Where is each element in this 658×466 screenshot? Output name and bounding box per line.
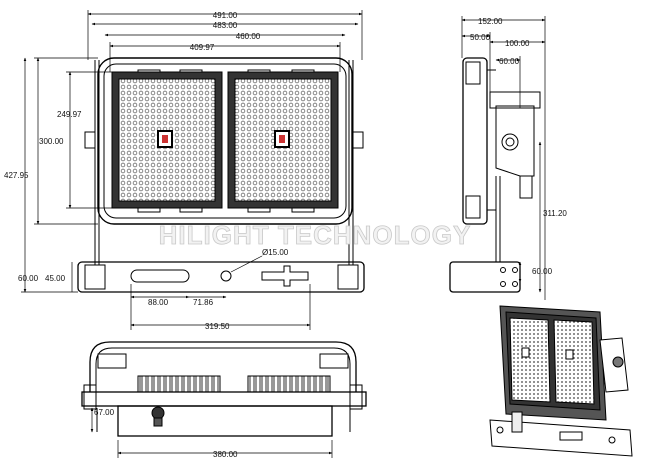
dim-bracket-height: 60.00 [18, 274, 39, 283]
dim-depth-body: 50.00 [470, 33, 491, 42]
side-view [449, 57, 541, 293]
dimension-lines [21, 10, 546, 458]
iso-panel-left [509, 317, 551, 403]
dim-width-base: 380.00 [213, 450, 238, 459]
dim-height-body: 300.00 [39, 137, 64, 146]
side-knob-right [352, 131, 364, 149]
dim-bracket-span: 319.50 [205, 322, 230, 331]
front-view [77, 57, 365, 293]
side-knob-left [84, 131, 96, 149]
dim-bracket-offset: 45.00 [45, 274, 66, 283]
dim-width-panels: 409.97 [190, 43, 215, 52]
side-lock [519, 175, 533, 199]
iso-panel-right [553, 319, 595, 405]
dim-width-overall: 491.00 [213, 11, 238, 20]
side-handle [489, 91, 541, 109]
dim-base-height: 60.00 [532, 267, 553, 276]
dim-depth-bracket: 100.00 [505, 39, 530, 48]
cross-slot [261, 265, 309, 287]
dim-pivot-height: 311.20 [543, 209, 567, 218]
dim-hole-diameter: Ø15.00 [262, 248, 289, 257]
slot-left [130, 269, 190, 283]
housing-outline [97, 57, 353, 225]
watermark-text: HILIGHT TECHNOLOGY [159, 220, 472, 250]
bottom-view [81, 341, 367, 437]
bottom-bracket-arc [89, 341, 357, 392]
dim-height-small: 67.00 [94, 408, 115, 417]
side-housing [462, 57, 488, 225]
dim-width-bracket: 460.00 [236, 32, 261, 41]
pivot-knob [501, 133, 519, 151]
dim-depth-overall: 152.00 [478, 17, 503, 26]
side-clip-bottom [465, 195, 481, 219]
dim-height-overall: 427.95 [4, 171, 29, 180]
base-plate [77, 261, 365, 293]
side-clip-top [465, 61, 481, 85]
bottom-bolt [151, 406, 165, 420]
heatsink-fins-left [137, 375, 221, 393]
mount-hole [220, 270, 232, 282]
dim-width-housing: 483.00 [213, 21, 238, 30]
dim-bracket-width: 60.00 [499, 57, 520, 66]
dim-slot-offset: 71.86 [193, 298, 214, 307]
heatsink-fins-right [247, 375, 331, 393]
bottom-clip-right [319, 353, 349, 369]
dim-slot-length: 88.00 [148, 298, 169, 307]
bottom-base [117, 405, 333, 437]
isometric-view [489, 305, 633, 457]
dim-height-panel: 249.97 [57, 110, 82, 119]
side-base [449, 261, 521, 293]
bottom-clip-left [97, 353, 127, 369]
